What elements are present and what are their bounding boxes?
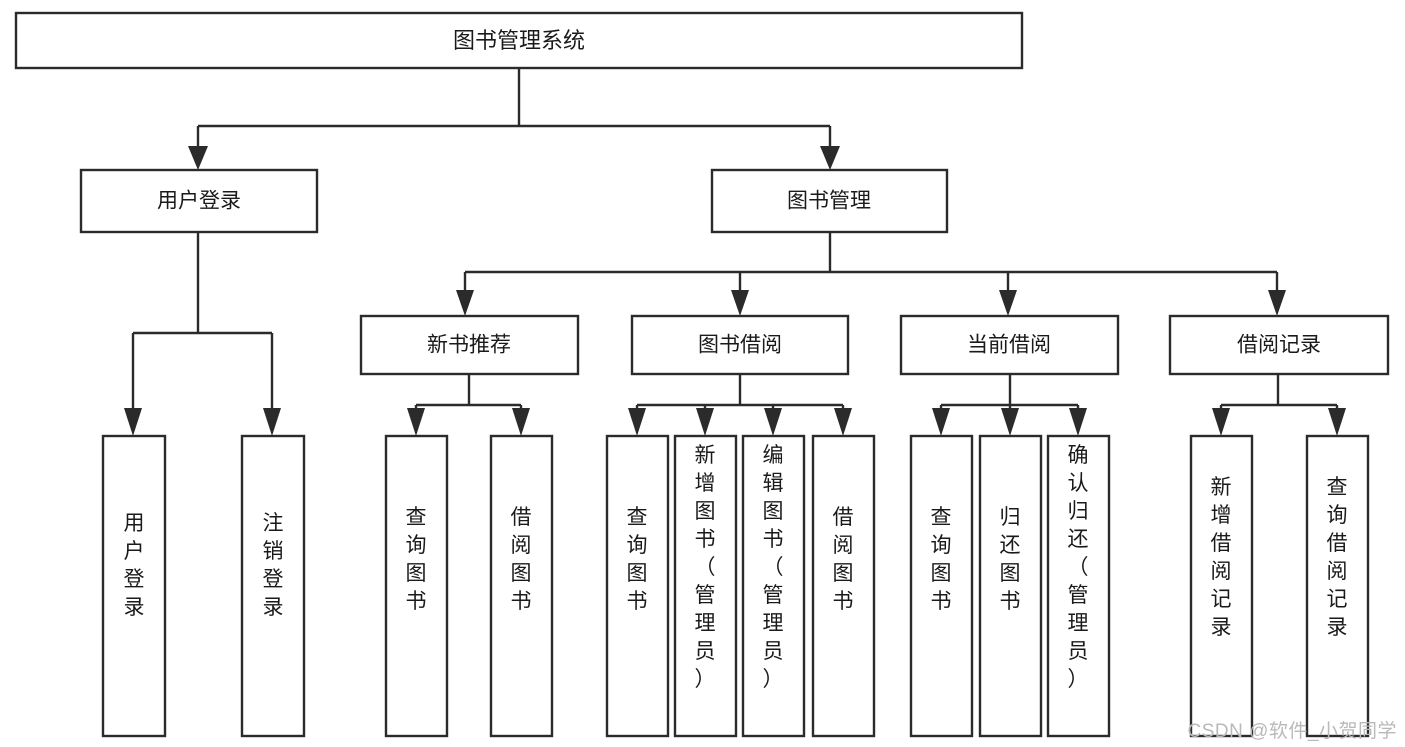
- arrow-head-to-borrow-record: [1268, 290, 1286, 316]
- leaf-cb-confirm-return-label: 确认归还（管理员）: [1068, 444, 1089, 691]
- node-current-borrow-label: 当前借阅: [967, 334, 1051, 357]
- leaf-node[interactable]: 新增借阅记录: [1189, 434, 1254, 738]
- arrow-head-current-borrow-leaf-1: [932, 408, 950, 436]
- leaf-bb-edit-book-box[interactable]: [741, 434, 806, 738]
- leaf-bb-borrow-book-label: 借阅图书: [833, 506, 854, 613]
- node-book-borrow-label: 图书借阅: [698, 334, 782, 357]
- connector-group-root: [188, 68, 840, 170]
- leaf-bb-add-book-box[interactable]: [673, 434, 738, 738]
- node-borrow-record[interactable]: 借阅记录: [1168, 314, 1390, 376]
- node-root-box[interactable]: [14, 11, 1024, 70]
- node-book-management-label: 图书管理: [787, 190, 871, 213]
- leaf-logout-label: 注销登录: [263, 512, 284, 619]
- leaf-node[interactable]: 确认归还（管理员）: [1046, 434, 1111, 738]
- leaf-nb-borrow-book-box[interactable]: [489, 434, 554, 738]
- node-book-management-box[interactable]: [710, 168, 949, 234]
- arrow-head-to-book-borrow: [731, 290, 749, 316]
- node-book-borrow-box[interactable]: [630, 314, 850, 376]
- leaf-cb-query-book-box[interactable]: [909, 434, 974, 738]
- node-current-borrow[interactable]: 当前借阅: [899, 314, 1120, 376]
- connector-group-current-borrow: [932, 374, 1087, 436]
- leaf-bb-edit-book-label: 编辑图书（管理员）: [763, 444, 784, 691]
- leaf-bb-add-book-label: 新增图书（管理员）: [695, 444, 716, 691]
- leaf-node[interactable]: 注销登录: [240, 434, 306, 738]
- arrow-head-book-borrow-leaf-2: [696, 408, 714, 436]
- leaf-bb-query-book-box[interactable]: [605, 434, 670, 738]
- node-book-borrow[interactable]: 图书借阅: [630, 314, 850, 376]
- arrow-head-to-current-borrow: [999, 290, 1017, 316]
- leaf-cb-confirm-return-box[interactable]: [1046, 434, 1111, 738]
- arrow-head-current-borrow-leaf-2: [1001, 408, 1019, 436]
- leaf-node[interactable]: 查询图书: [605, 434, 670, 738]
- arrow-head-book-borrow-leaf-3: [764, 408, 782, 436]
- arrow-head-book-borrow-leaf-1: [628, 408, 646, 436]
- leaf-node[interactable]: 编辑图书（管理员）: [741, 434, 806, 738]
- node-user-login-label: 用户登录: [157, 190, 241, 213]
- leaf-node[interactable]: 新增图书（管理员）: [673, 434, 738, 738]
- leaf-cb-return-book-label: 归还图书: [1000, 506, 1021, 613]
- arrow-head-borrow-record-leaf-1: [1212, 408, 1230, 436]
- leaf-cb-return-book-box[interactable]: [978, 434, 1043, 738]
- arrow-head-new-book-leaf-1: [407, 408, 425, 436]
- leaf-user-login-box[interactable]: [101, 434, 167, 738]
- leaf-node[interactable]: 借阅图书: [489, 434, 554, 738]
- arrow-head-to-new-book: [456, 290, 474, 316]
- node-current-borrow-box[interactable]: [899, 314, 1120, 376]
- leaf-cb-query-book-label: 查询图书: [931, 506, 952, 613]
- node-borrow-record-box[interactable]: [1168, 314, 1390, 376]
- leaf-node[interactable]: 借阅图书: [811, 434, 876, 738]
- node-root-label: 图书管理系统: [453, 28, 585, 53]
- connector-group-book-management: [456, 232, 1286, 316]
- leaf-bb-query-book-label: 查询图书: [627, 506, 648, 613]
- leaf-node[interactable]: 查询借阅记录: [1305, 434, 1370, 738]
- node-root[interactable]: 图书管理系统: [14, 11, 1024, 70]
- leaf-nb-borrow-book-label: 借阅图书: [511, 506, 532, 613]
- arrow-head-book-borrow-leaf-4: [834, 408, 852, 436]
- node-new-book-recommend-box[interactable]: [359, 314, 580, 376]
- arrow-head-user-login-leaf-1: [124, 408, 142, 436]
- connector-group-new-book-recommend: [407, 374, 530, 436]
- arrow-head-borrow-record-leaf-2: [1328, 408, 1346, 436]
- leaf-nb-query-book-box[interactable]: [384, 434, 449, 738]
- leaf-node[interactable]: 归还图书: [978, 434, 1043, 738]
- leaf-nb-query-book-label: 查询图书: [406, 506, 427, 613]
- leaf-node[interactable]: 查询图书: [909, 434, 974, 738]
- leaf-br-query-record-label: 查询借阅记录: [1327, 476, 1348, 639]
- connector-group-user-login: [124, 232, 281, 436]
- leaf-bb-borrow-book-box[interactable]: [811, 434, 876, 738]
- leaf-br-query-record-box[interactable]: [1305, 434, 1370, 738]
- node-user-login-box[interactable]: [79, 168, 319, 234]
- arrow-head-to-user-login: [188, 146, 208, 170]
- node-user-login[interactable]: 用户登录: [79, 168, 319, 234]
- node-book-management[interactable]: 图书管理: [710, 168, 949, 234]
- arrow-head-user-login-leaf-2: [263, 408, 281, 436]
- arrow-head-new-book-leaf-2: [512, 408, 530, 436]
- node-borrow-record-label: 借阅记录: [1237, 334, 1321, 357]
- node-new-book-recommend-label: 新书推荐: [427, 334, 511, 357]
- leaf-logout-box[interactable]: [240, 434, 306, 738]
- leaf-user-login-label: 用户登录: [124, 512, 145, 619]
- node-new-book-recommend[interactable]: 新书推荐: [359, 314, 580, 376]
- connector-group-book-borrow: [628, 374, 852, 436]
- arrow-head-to-book-management: [820, 146, 840, 170]
- leaf-br-add-record-label: 新增借阅记录: [1211, 476, 1232, 639]
- leaf-br-add-record-box[interactable]: [1189, 434, 1254, 738]
- leaf-node[interactable]: 用户登录: [101, 434, 167, 738]
- connector-group-borrow-record: [1212, 374, 1346, 436]
- arrow-head-current-borrow-leaf-3: [1069, 408, 1087, 436]
- leaf-node[interactable]: 查询图书: [384, 434, 449, 738]
